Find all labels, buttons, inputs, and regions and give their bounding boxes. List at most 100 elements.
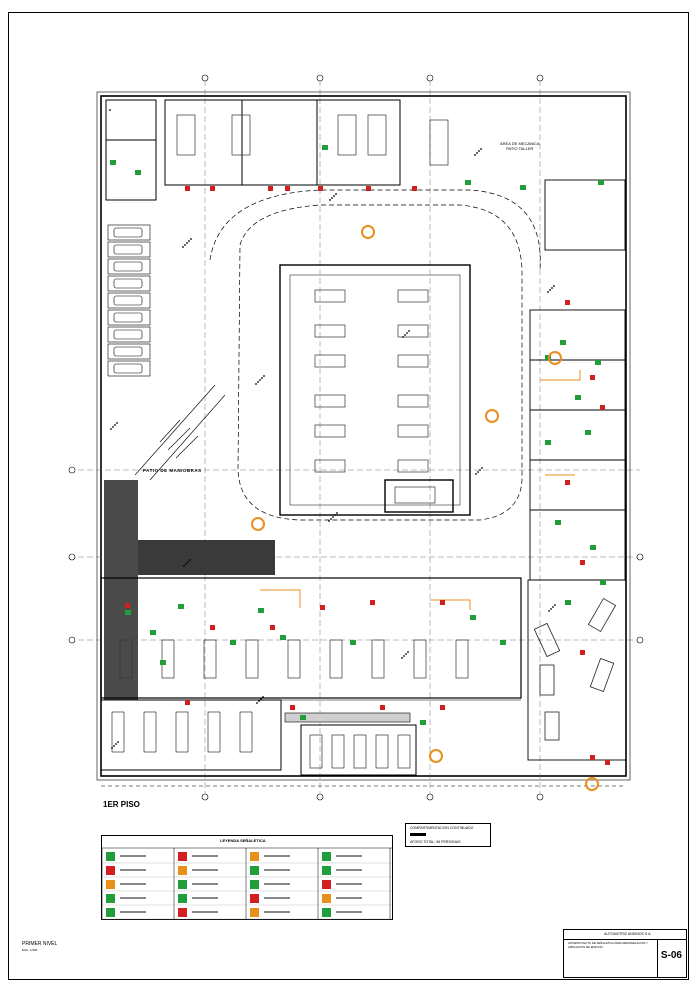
detector bbox=[554, 604, 556, 606]
workshop-vehicle bbox=[161, 639, 175, 679]
detector bbox=[112, 426, 114, 428]
detector bbox=[401, 657, 403, 659]
hall-vehicle bbox=[314, 424, 346, 438]
detector bbox=[402, 336, 404, 338]
floor-title: 1ER PISO bbox=[103, 800, 140, 809]
detector bbox=[183, 565, 185, 567]
parked-car bbox=[113, 278, 143, 289]
fire-marker bbox=[210, 186, 215, 191]
access-ramp bbox=[134, 384, 226, 481]
hall-vehicle bbox=[314, 324, 346, 338]
detector bbox=[479, 469, 481, 471]
legend-text-line bbox=[192, 897, 218, 899]
parked-car bbox=[113, 312, 143, 323]
workshop-vehicle bbox=[287, 639, 301, 679]
parked-car bbox=[113, 363, 143, 374]
legend-text-line bbox=[336, 855, 362, 857]
roof-band bbox=[104, 480, 275, 700]
showroom-cars bbox=[533, 597, 617, 741]
fire-marker bbox=[590, 755, 595, 760]
exit-sign bbox=[500, 640, 506, 645]
detector bbox=[262, 696, 264, 698]
exit-sign bbox=[520, 185, 526, 190]
parking-stall bbox=[107, 292, 151, 309]
workshop-vehicle bbox=[203, 639, 217, 679]
legend-text-line bbox=[336, 911, 362, 913]
detector bbox=[184, 244, 186, 246]
hall-vehicle bbox=[314, 289, 346, 303]
parked-car bbox=[113, 295, 143, 306]
legend-swatch bbox=[250, 852, 259, 861]
detector bbox=[256, 702, 258, 704]
legend-text-line bbox=[120, 897, 146, 899]
fire-marker bbox=[380, 705, 385, 710]
detector bbox=[477, 471, 479, 473]
legend-swatch bbox=[250, 880, 259, 889]
compartment-note: AFORO TOTAL: 56 PERSONAS bbox=[410, 840, 461, 844]
compartment-legend: COMPARTIMENTACION CONTINUADO AFORO TOTAL… bbox=[405, 823, 491, 847]
legend-text-line bbox=[336, 869, 362, 871]
compartment-title: COMPARTIMENTACION CONTINUADO bbox=[410, 826, 474, 830]
workshop-vehicle bbox=[143, 711, 157, 753]
fire-marker bbox=[185, 186, 190, 191]
legend-text-line bbox=[336, 897, 362, 899]
detector bbox=[547, 291, 549, 293]
detector bbox=[329, 199, 331, 201]
garage-vehicle bbox=[375, 734, 389, 769]
grid-bubbles bbox=[68, 74, 644, 801]
detector bbox=[407, 651, 409, 653]
hall-vehicle bbox=[314, 394, 346, 408]
legend-swatch bbox=[250, 894, 259, 903]
legend-swatch bbox=[178, 908, 187, 917]
parking-stalls bbox=[107, 224, 151, 377]
parking-stall bbox=[107, 360, 151, 377]
detector bbox=[333, 195, 335, 197]
inspection-vehicles bbox=[314, 289, 436, 504]
scale-label: ESC. 1/300 bbox=[22, 948, 38, 952]
detector bbox=[115, 743, 117, 745]
fire-marker bbox=[565, 480, 570, 485]
project-title: ANTEPROYECTO DE SEÑALETICA PARA REMODELA… bbox=[568, 941, 648, 949]
fire-marker bbox=[605, 760, 610, 765]
fire-marker bbox=[320, 605, 325, 610]
fire-marker bbox=[440, 705, 445, 710]
legend-text-line bbox=[264, 869, 290, 871]
workshop-vehicle bbox=[111, 711, 125, 753]
detector bbox=[110, 428, 112, 430]
detector bbox=[551, 287, 553, 289]
detector bbox=[550, 608, 552, 610]
maneuver-yard-label: PATIO DE MANIOBRAS bbox=[143, 468, 202, 473]
fire-marker bbox=[268, 186, 273, 191]
building-outline bbox=[96, 91, 631, 787]
fire-marker bbox=[565, 300, 570, 305]
hall-vehicle bbox=[397, 289, 429, 303]
detector bbox=[476, 152, 478, 154]
hall-vehicle bbox=[314, 459, 346, 473]
fire-marker bbox=[366, 186, 371, 191]
detector bbox=[553, 285, 555, 287]
workshop-vehicle bbox=[413, 639, 427, 679]
evacuation-points bbox=[251, 225, 599, 791]
evacuation-point bbox=[251, 517, 265, 531]
detector bbox=[117, 741, 119, 743]
legend-swatch bbox=[250, 866, 259, 875]
workshop-vehicle bbox=[371, 639, 385, 679]
detector bbox=[260, 698, 262, 700]
fire-marker bbox=[185, 700, 190, 705]
exit-sign bbox=[230, 640, 236, 645]
detector bbox=[481, 467, 483, 469]
hall-vehicle bbox=[314, 354, 346, 368]
detector bbox=[404, 334, 406, 336]
parking-stall bbox=[107, 343, 151, 360]
exit-sign bbox=[555, 520, 561, 525]
evacuation-point bbox=[429, 749, 443, 763]
fire-marker bbox=[590, 375, 595, 380]
parked-car bbox=[113, 346, 143, 357]
legend-text-line bbox=[192, 883, 218, 885]
exit-sign bbox=[545, 355, 551, 360]
hall-vehicle bbox=[397, 424, 429, 438]
fire-equipment-markers bbox=[125, 186, 610, 765]
compartment-swatch bbox=[410, 833, 426, 836]
exit-sign bbox=[600, 580, 606, 585]
detector bbox=[257, 381, 259, 383]
